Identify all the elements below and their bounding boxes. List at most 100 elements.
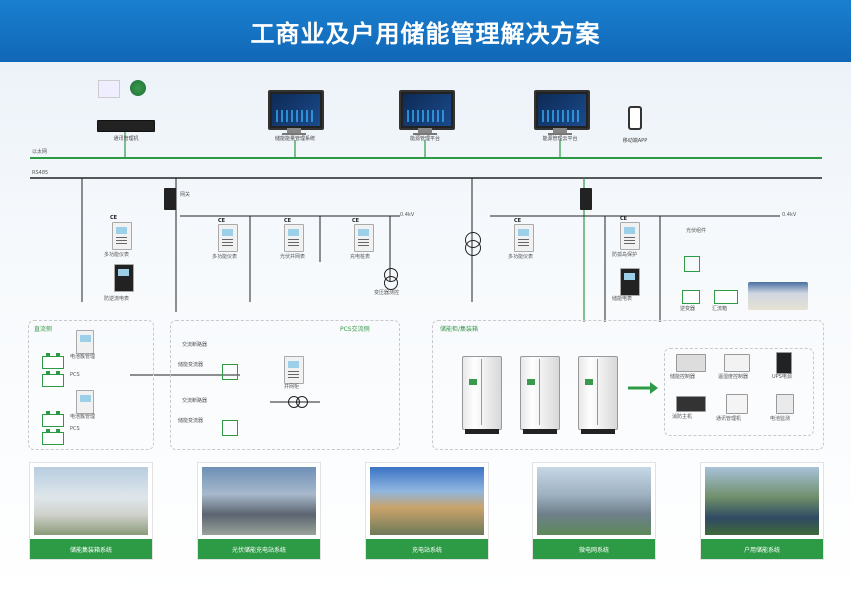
meter [284, 224, 304, 252]
meter [354, 224, 374, 252]
ac-label: 交流断路器 [182, 398, 208, 404]
storage-device-label: 通讯管理机 [716, 416, 742, 422]
storage-device-label: 温湿度控制器 [718, 374, 749, 380]
transformer-icon [384, 276, 398, 290]
storage-cabinet [578, 356, 618, 434]
top-device-label: 能源管理云平台 [542, 136, 578, 142]
scenario-image [370, 467, 484, 535]
right-label: 逆变器 [680, 306, 696, 312]
scenario-card[interactable]: 储能集装箱系统 [29, 462, 153, 560]
ac-section-title: PCS交流侧 [340, 326, 370, 333]
gateway-block [580, 188, 592, 210]
right-label: 多功能仪表 [508, 254, 534, 260]
scenario-caption: 充电站系统 [366, 539, 488, 559]
meter [514, 224, 534, 252]
meter [218, 224, 238, 252]
rs485-label: RS485 [32, 170, 49, 176]
storage-controller [676, 354, 706, 372]
top-device-label: 通讯管理机 [113, 136, 139, 142]
battery-icon [42, 353, 64, 369]
storage-device-label: 电池监测 [770, 416, 791, 422]
right-label: 储能电表 [612, 296, 633, 302]
scenario-image [34, 467, 148, 535]
storage-section [432, 320, 824, 450]
meter-label: 充电桩表 [350, 254, 371, 260]
dc-section [28, 320, 154, 450]
dc-label: 电池簇管理 [70, 414, 96, 420]
inverter-icon [222, 420, 238, 436]
right-label: 防孤岛保护 [612, 252, 638, 258]
scenario-image [537, 467, 651, 535]
gateway-device [97, 120, 155, 132]
transformer-icon [296, 396, 308, 408]
meter [620, 222, 640, 250]
scenario-caption: 光伏储能充电站系统 [198, 539, 320, 559]
dc-label: PCS [70, 372, 80, 378]
ac-label: 交流断路器 [182, 342, 208, 348]
scenario-card[interactable]: 微电网系统 [532, 462, 656, 560]
meter [112, 222, 132, 250]
scenario-caption: 户用储能系统 [701, 539, 823, 559]
meter-label: 多功能仪表 [104, 252, 130, 258]
monitor-1[interactable] [268, 90, 324, 130]
phone-icon[interactable] [628, 106, 642, 130]
combiner-box [682, 290, 700, 304]
gateway-block [164, 188, 176, 210]
top-device-label: 移动端APP [622, 138, 648, 144]
ac-label: 并网柜 [284, 384, 300, 390]
scenario-card[interactable]: 光伏储能充电站系统 [197, 462, 321, 560]
dc-label: 电池簇管理 [70, 354, 96, 360]
battery-icon [42, 411, 64, 427]
storage-device-label: 储能控制器 [670, 374, 696, 380]
dc-label: PCS [70, 426, 80, 432]
scenario-caption: 储能集装箱系统 [30, 539, 152, 559]
ac-label: 储能变流器 [178, 418, 204, 424]
meter-label: 变压器测控 [374, 290, 400, 296]
meter [620, 268, 640, 296]
ac-section [170, 320, 400, 450]
meter-label: 防逆流电表 [104, 296, 130, 302]
scenario-image [705, 467, 819, 535]
monitor-2[interactable] [399, 90, 455, 130]
page-title: 工商业及户用储能管理解决方案 [250, 19, 601, 48]
storage-devices-box [664, 348, 814, 436]
meter [114, 264, 134, 292]
meter [76, 330, 94, 354]
fire-host [676, 396, 706, 412]
bus-label-left: 0.4kV [400, 212, 415, 218]
bus-label-right: 0.4kV [782, 212, 797, 218]
inverter-icon [222, 364, 238, 380]
ethernet-label: 以太网 [32, 149, 48, 155]
battery-icon [42, 371, 64, 387]
battery-monitor [776, 394, 794, 414]
meter [284, 356, 304, 384]
scenario-caption: 微电网系统 [533, 539, 655, 559]
inverter-box [714, 290, 738, 304]
storage-cabinet [520, 356, 560, 434]
storage-device-label: UPS电源 [772, 374, 792, 380]
inverter-icon [684, 256, 700, 272]
scenario-image [202, 467, 316, 535]
storage-section-title: 储能柜/集装箱 [440, 326, 479, 333]
dc-section-title: 直流侧 [34, 326, 53, 333]
scenario-card[interactable]: 充电站系统 [365, 462, 489, 560]
scenario-card[interactable]: 户用储能系统 [700, 462, 824, 560]
meter [76, 390, 94, 414]
ac-label: 储能变流器 [178, 362, 204, 368]
comm-manager [726, 394, 748, 414]
gateway-label: 网关 [180, 192, 191, 198]
monitor-3[interactable] [534, 90, 590, 130]
right-label: 汇流箱 [712, 306, 728, 312]
meter-label: 光伏并网表 [280, 254, 306, 260]
temp-controller [724, 354, 750, 372]
meter-label: 多功能仪表 [212, 254, 238, 260]
top-device-label: 储能能量管理系统 [274, 136, 315, 142]
storage-cabinet [462, 356, 502, 434]
globe-icon [130, 80, 146, 96]
top-device-label: 能源管理平台 [409, 136, 440, 142]
logo-icon [98, 80, 120, 98]
storage-device-label: 消防主机 [672, 414, 693, 420]
battery-icon [42, 429, 64, 445]
transformer-icon [465, 240, 481, 256]
house-image [748, 282, 808, 310]
